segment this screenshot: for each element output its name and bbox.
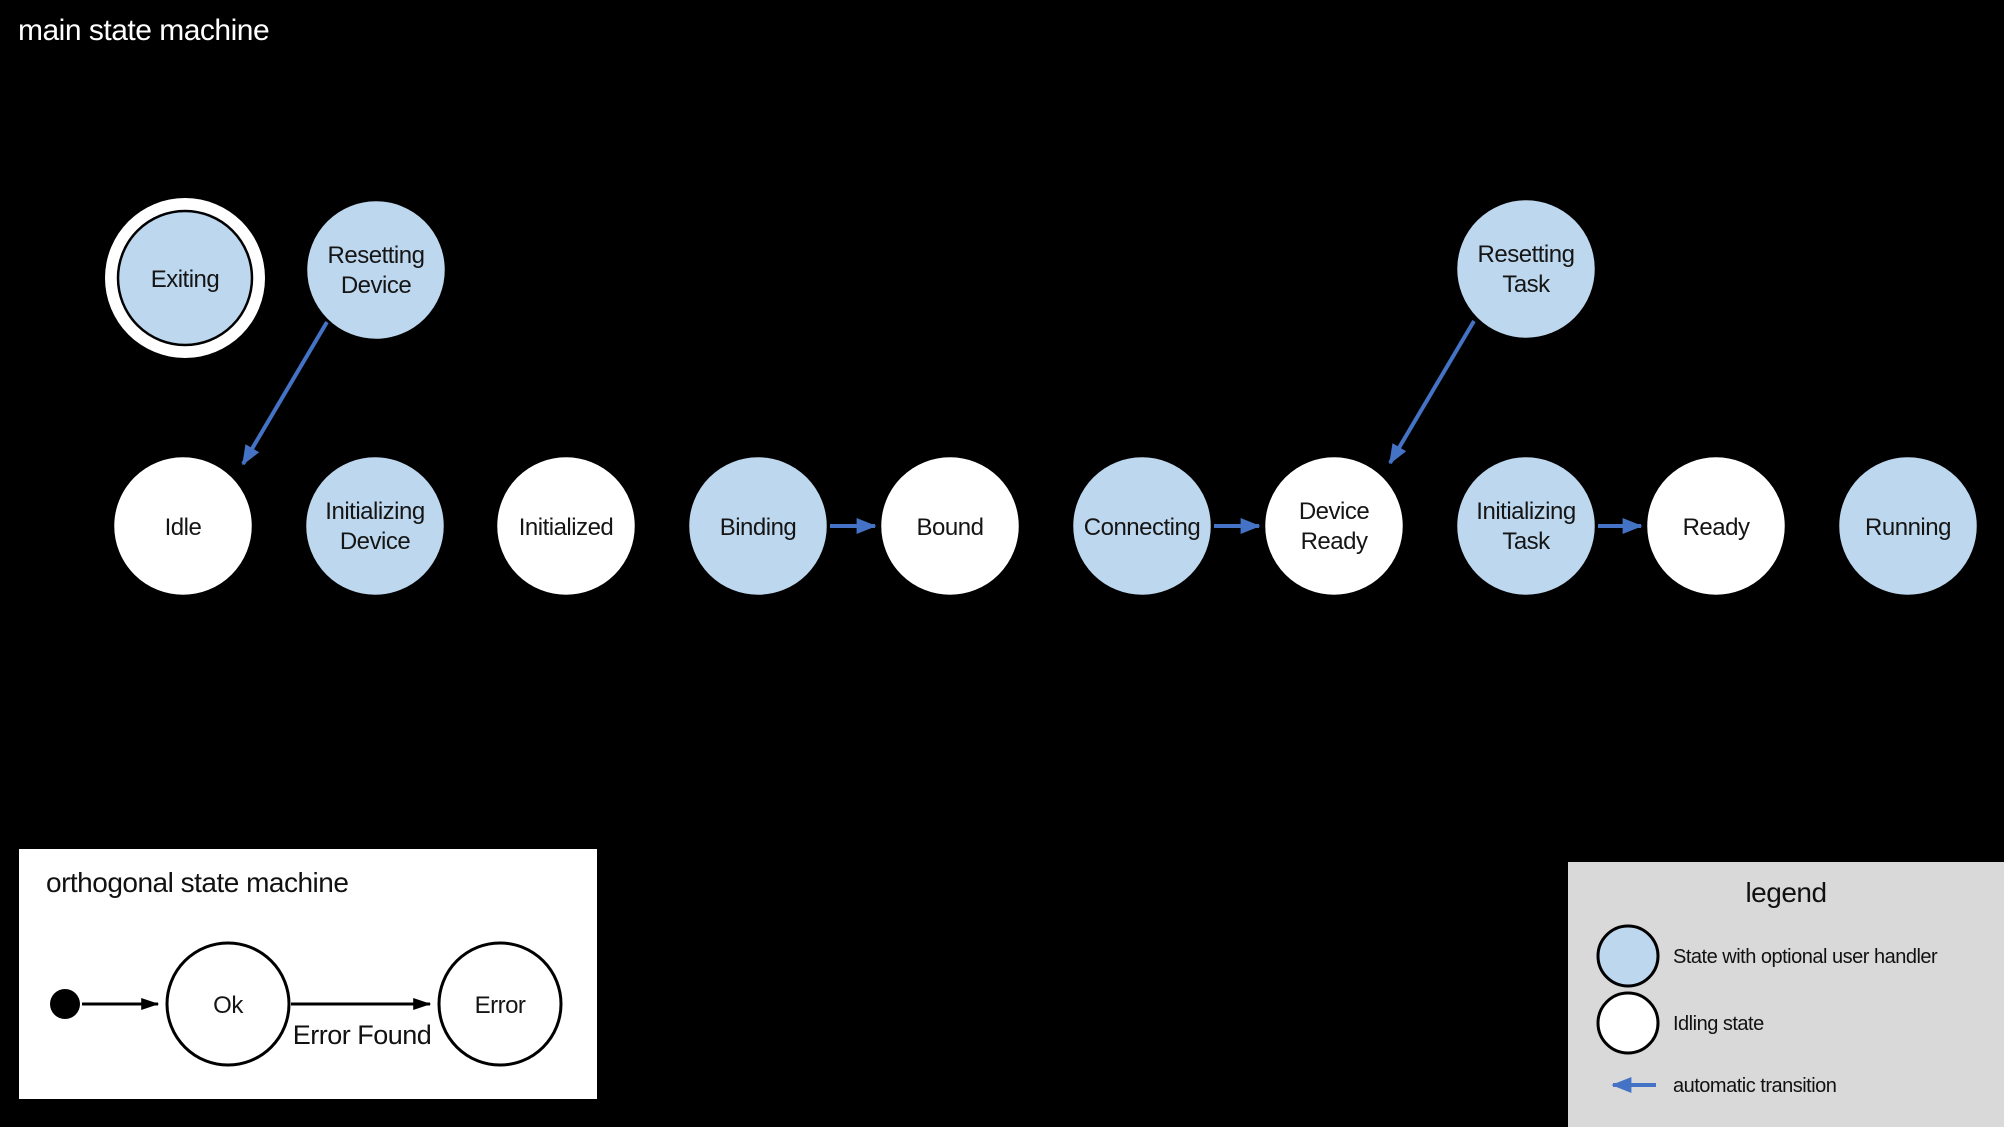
state-label-resetting-device-line2: Device bbox=[341, 272, 412, 299]
main-transitions bbox=[241, 319, 1643, 534]
state-label-exiting: Exiting bbox=[151, 266, 220, 293]
transition-resetting-task-to-device-ready bbox=[1388, 319, 1476, 465]
state-binding-circle bbox=[686, 454, 830, 598]
state-initializing-device: Initializing Device bbox=[303, 454, 447, 598]
main-diagram-title: main state machine bbox=[18, 14, 269, 47]
state-label-running: Running bbox=[1865, 514, 1951, 541]
state-exiting-circle bbox=[116, 209, 254, 347]
legend-idling-state-label: Idling state bbox=[1673, 1013, 1764, 1035]
state-resetting-task: Resetting Task bbox=[1454, 197, 1598, 341]
state-label-initializing-device-line1: Initializing bbox=[325, 498, 424, 525]
legend-user-handler-label: State with optional user handler bbox=[1673, 946, 1938, 968]
state-ok-circle bbox=[165, 941, 291, 1067]
initial-state-dot bbox=[50, 989, 80, 1019]
state-connecting: Connecting bbox=[1070, 454, 1214, 598]
state-bound: Bound bbox=[878, 454, 1022, 598]
state-running: Running bbox=[1836, 454, 1980, 598]
state-initializing-task-circle bbox=[1454, 454, 1598, 598]
state-label-initialized: Initialized bbox=[519, 514, 614, 541]
state-label-idle: Idle bbox=[165, 514, 202, 541]
state-ready-circle bbox=[1644, 454, 1788, 598]
state-resetting-device: Resetting Device bbox=[304, 198, 448, 342]
orthogonal-title: orthogonal state machine bbox=[46, 867, 348, 898]
state-label-resetting-task-line2: Task bbox=[1502, 271, 1551, 298]
state-label-resetting-device-line1: Resetting bbox=[328, 242, 425, 269]
state-bound-circle bbox=[878, 454, 1022, 598]
legend: legend State with optional user handler … bbox=[1568, 862, 2004, 1127]
state-label-bound: Bound bbox=[917, 514, 984, 541]
state-device-ready-circle bbox=[1262, 454, 1406, 598]
state-label-ok: Ok bbox=[213, 992, 244, 1019]
state-label-initializing-device-line2: Device bbox=[340, 528, 411, 555]
state-label-initializing-task-line1: Initializing bbox=[1476, 498, 1575, 525]
state-device-ready: Device Ready bbox=[1262, 454, 1406, 598]
legend-user-handler-swatch bbox=[1596, 924, 1660, 988]
transition-label-error-found: Error Found bbox=[293, 1020, 432, 1050]
legend-idling-state-swatch bbox=[1596, 991, 1660, 1055]
state-initialized-circle bbox=[494, 454, 638, 598]
state-label-initializing-task-line2: Task bbox=[1502, 528, 1551, 555]
state-resetting-task-circle bbox=[1454, 197, 1598, 341]
state-initializing-device-circle bbox=[303, 454, 447, 598]
state-error-circle bbox=[437, 941, 563, 1067]
state-idle-circle bbox=[111, 454, 255, 598]
state-label-device-ready-line1: Device bbox=[1299, 498, 1370, 525]
state-exiting: Exiting bbox=[105, 198, 265, 358]
transition-resetting-device-to-idle bbox=[241, 320, 329, 466]
state-label-connecting: Connecting bbox=[1084, 514, 1200, 541]
legend-title: legend bbox=[1745, 877, 1826, 908]
state-idle: Idle bbox=[111, 454, 255, 598]
state-label-ready: Ready bbox=[1683, 514, 1750, 541]
state-resetting-device-circle bbox=[304, 198, 448, 342]
state-binding: Binding bbox=[686, 454, 830, 598]
state-connecting-circle bbox=[1070, 454, 1214, 598]
state-ready: Ready bbox=[1644, 454, 1788, 598]
state-label-resetting-task-line1: Resetting bbox=[1478, 241, 1575, 268]
state-label-device-ready-line2: Ready bbox=[1301, 528, 1368, 555]
state-label-error: Error bbox=[475, 992, 526, 1019]
legend-automatic-transition-label: automatic transition bbox=[1673, 1075, 1836, 1097]
state-running-circle bbox=[1836, 454, 1980, 598]
orthogonal-state-machine: orthogonal state machine Ok Error Found … bbox=[19, 849, 597, 1099]
state-label-binding: Binding bbox=[720, 514, 797, 541]
state-initialized: Initialized bbox=[494, 454, 638, 598]
state-initializing-task: Initializing Task bbox=[1454, 454, 1598, 598]
